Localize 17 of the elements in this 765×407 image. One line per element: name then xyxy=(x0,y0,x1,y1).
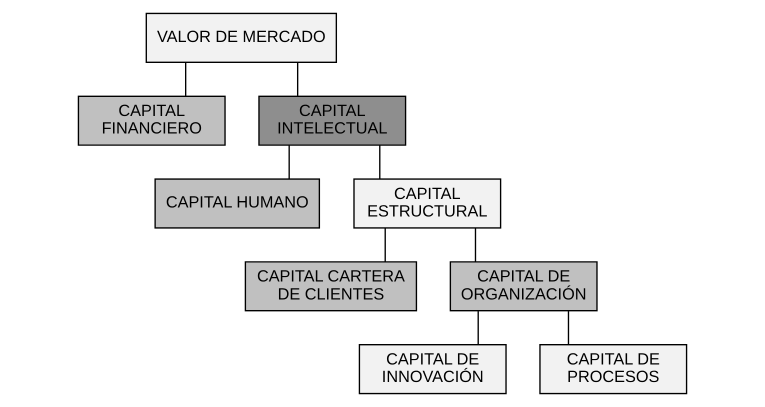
node-box: CAPITAL HUMANO xyxy=(154,178,320,229)
connector xyxy=(478,311,479,344)
node-box: CAPITAL FINANCIERO xyxy=(78,96,226,146)
node-box: CAPITAL DE INNOVACIÓN xyxy=(358,344,507,394)
connector xyxy=(288,146,290,179)
connector xyxy=(568,311,570,344)
connector xyxy=(384,228,386,262)
connector xyxy=(474,228,476,262)
connector xyxy=(296,62,298,96)
connector xyxy=(185,62,186,96)
node-box: CAPITAL DE PROCESOS xyxy=(539,344,688,394)
node-box: VALOR DE MERCADO xyxy=(146,12,338,63)
node-box: CAPITAL DE ORGANIZACIÓN xyxy=(450,261,598,312)
connector xyxy=(379,146,380,179)
node-box: CAPITAL INTELECTUAL xyxy=(258,96,406,146)
node-box: CAPITAL CARTERA DE CLIENTES xyxy=(244,261,418,312)
node-box: CAPITAL ESTRUCTURAL xyxy=(353,178,502,229)
